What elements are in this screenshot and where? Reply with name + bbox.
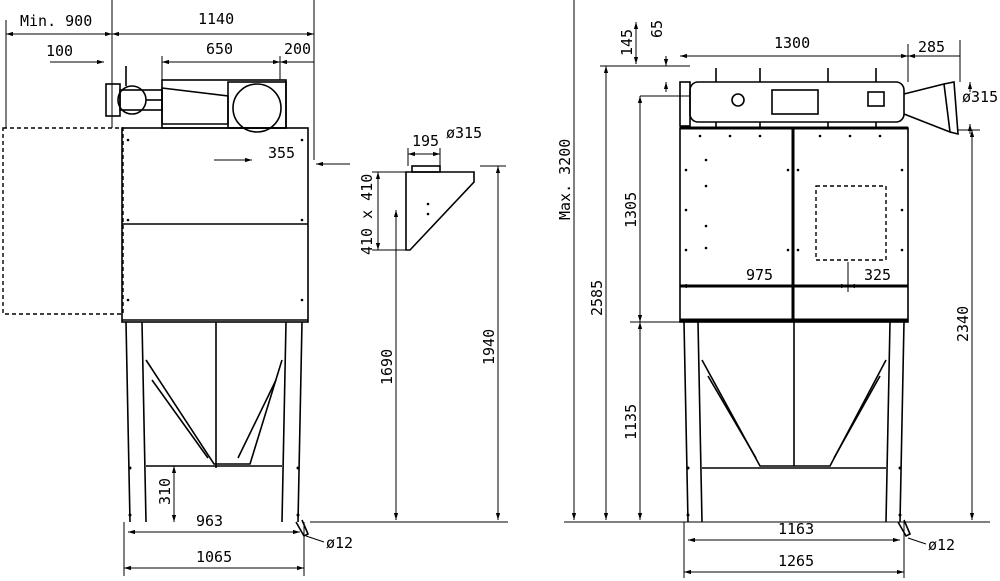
dim-leg-height: 310 xyxy=(156,478,174,505)
dim-door-width: 975 xyxy=(746,266,773,284)
dim-leg-outer: 1265 xyxy=(778,552,814,570)
dim-top-b: 65 xyxy=(648,20,666,38)
dim-min-width: Min. 900 xyxy=(20,12,92,30)
side-manifold xyxy=(679,68,959,136)
dim-duct-width: 650 xyxy=(206,40,233,58)
front-fan-unit xyxy=(105,66,287,133)
dim-leg-inner: 963 xyxy=(196,512,223,530)
dim-flange-diameter: ø315 xyxy=(446,124,482,142)
dim-door-offset: 325 xyxy=(864,266,891,284)
dim-foot-hole: ø12 xyxy=(326,534,353,552)
dim-total-height: 2585 xyxy=(588,280,606,316)
dim-top-height: 2340 xyxy=(954,306,972,342)
dim-foot-hole: ø12 xyxy=(928,536,955,554)
front-view: Min. 900 1140 100 650 200 355 963 1065 3… xyxy=(2,0,353,576)
dim-outlet-diameter: ø315 xyxy=(962,88,998,106)
dim-flange-offset: 195 xyxy=(412,132,439,150)
side-rivets xyxy=(684,134,904,252)
dim-leg-height: 1135 xyxy=(622,404,640,440)
front-rivets xyxy=(126,138,304,302)
side-door-dashed xyxy=(815,185,887,261)
dim-top-height: 1940 xyxy=(480,329,498,365)
front-legs xyxy=(125,321,303,523)
dim-leg-inner: 1163 xyxy=(778,520,814,538)
dim-overall-width: 1140 xyxy=(198,10,234,28)
dim-body-height: 1305 xyxy=(622,192,640,228)
dim-body-width: 1300 xyxy=(774,34,810,52)
dim-duct-offset: 200 xyxy=(284,40,311,58)
dim-inlet-size: 410 x 410 xyxy=(358,174,376,255)
access-area-dashed xyxy=(2,127,124,315)
inlet-detail: 195 ø315 410 x 410 1690 1940 xyxy=(310,124,508,523)
dim-max-height: Max. 3200 xyxy=(556,139,574,220)
dim-inlet-height: 1690 xyxy=(378,349,396,385)
side-legs xyxy=(683,321,905,523)
dim-outlet-length: 285 xyxy=(918,38,945,56)
dim-inlet-offset: 355 xyxy=(268,144,295,162)
side-view: 145 65 1300 285 ø315 Max. 3200 2585 1305… xyxy=(556,0,998,578)
dim-offset: 100 xyxy=(46,42,73,60)
dim-top-a: 145 xyxy=(618,29,636,56)
dim-leg-outer: 1065 xyxy=(196,548,232,566)
